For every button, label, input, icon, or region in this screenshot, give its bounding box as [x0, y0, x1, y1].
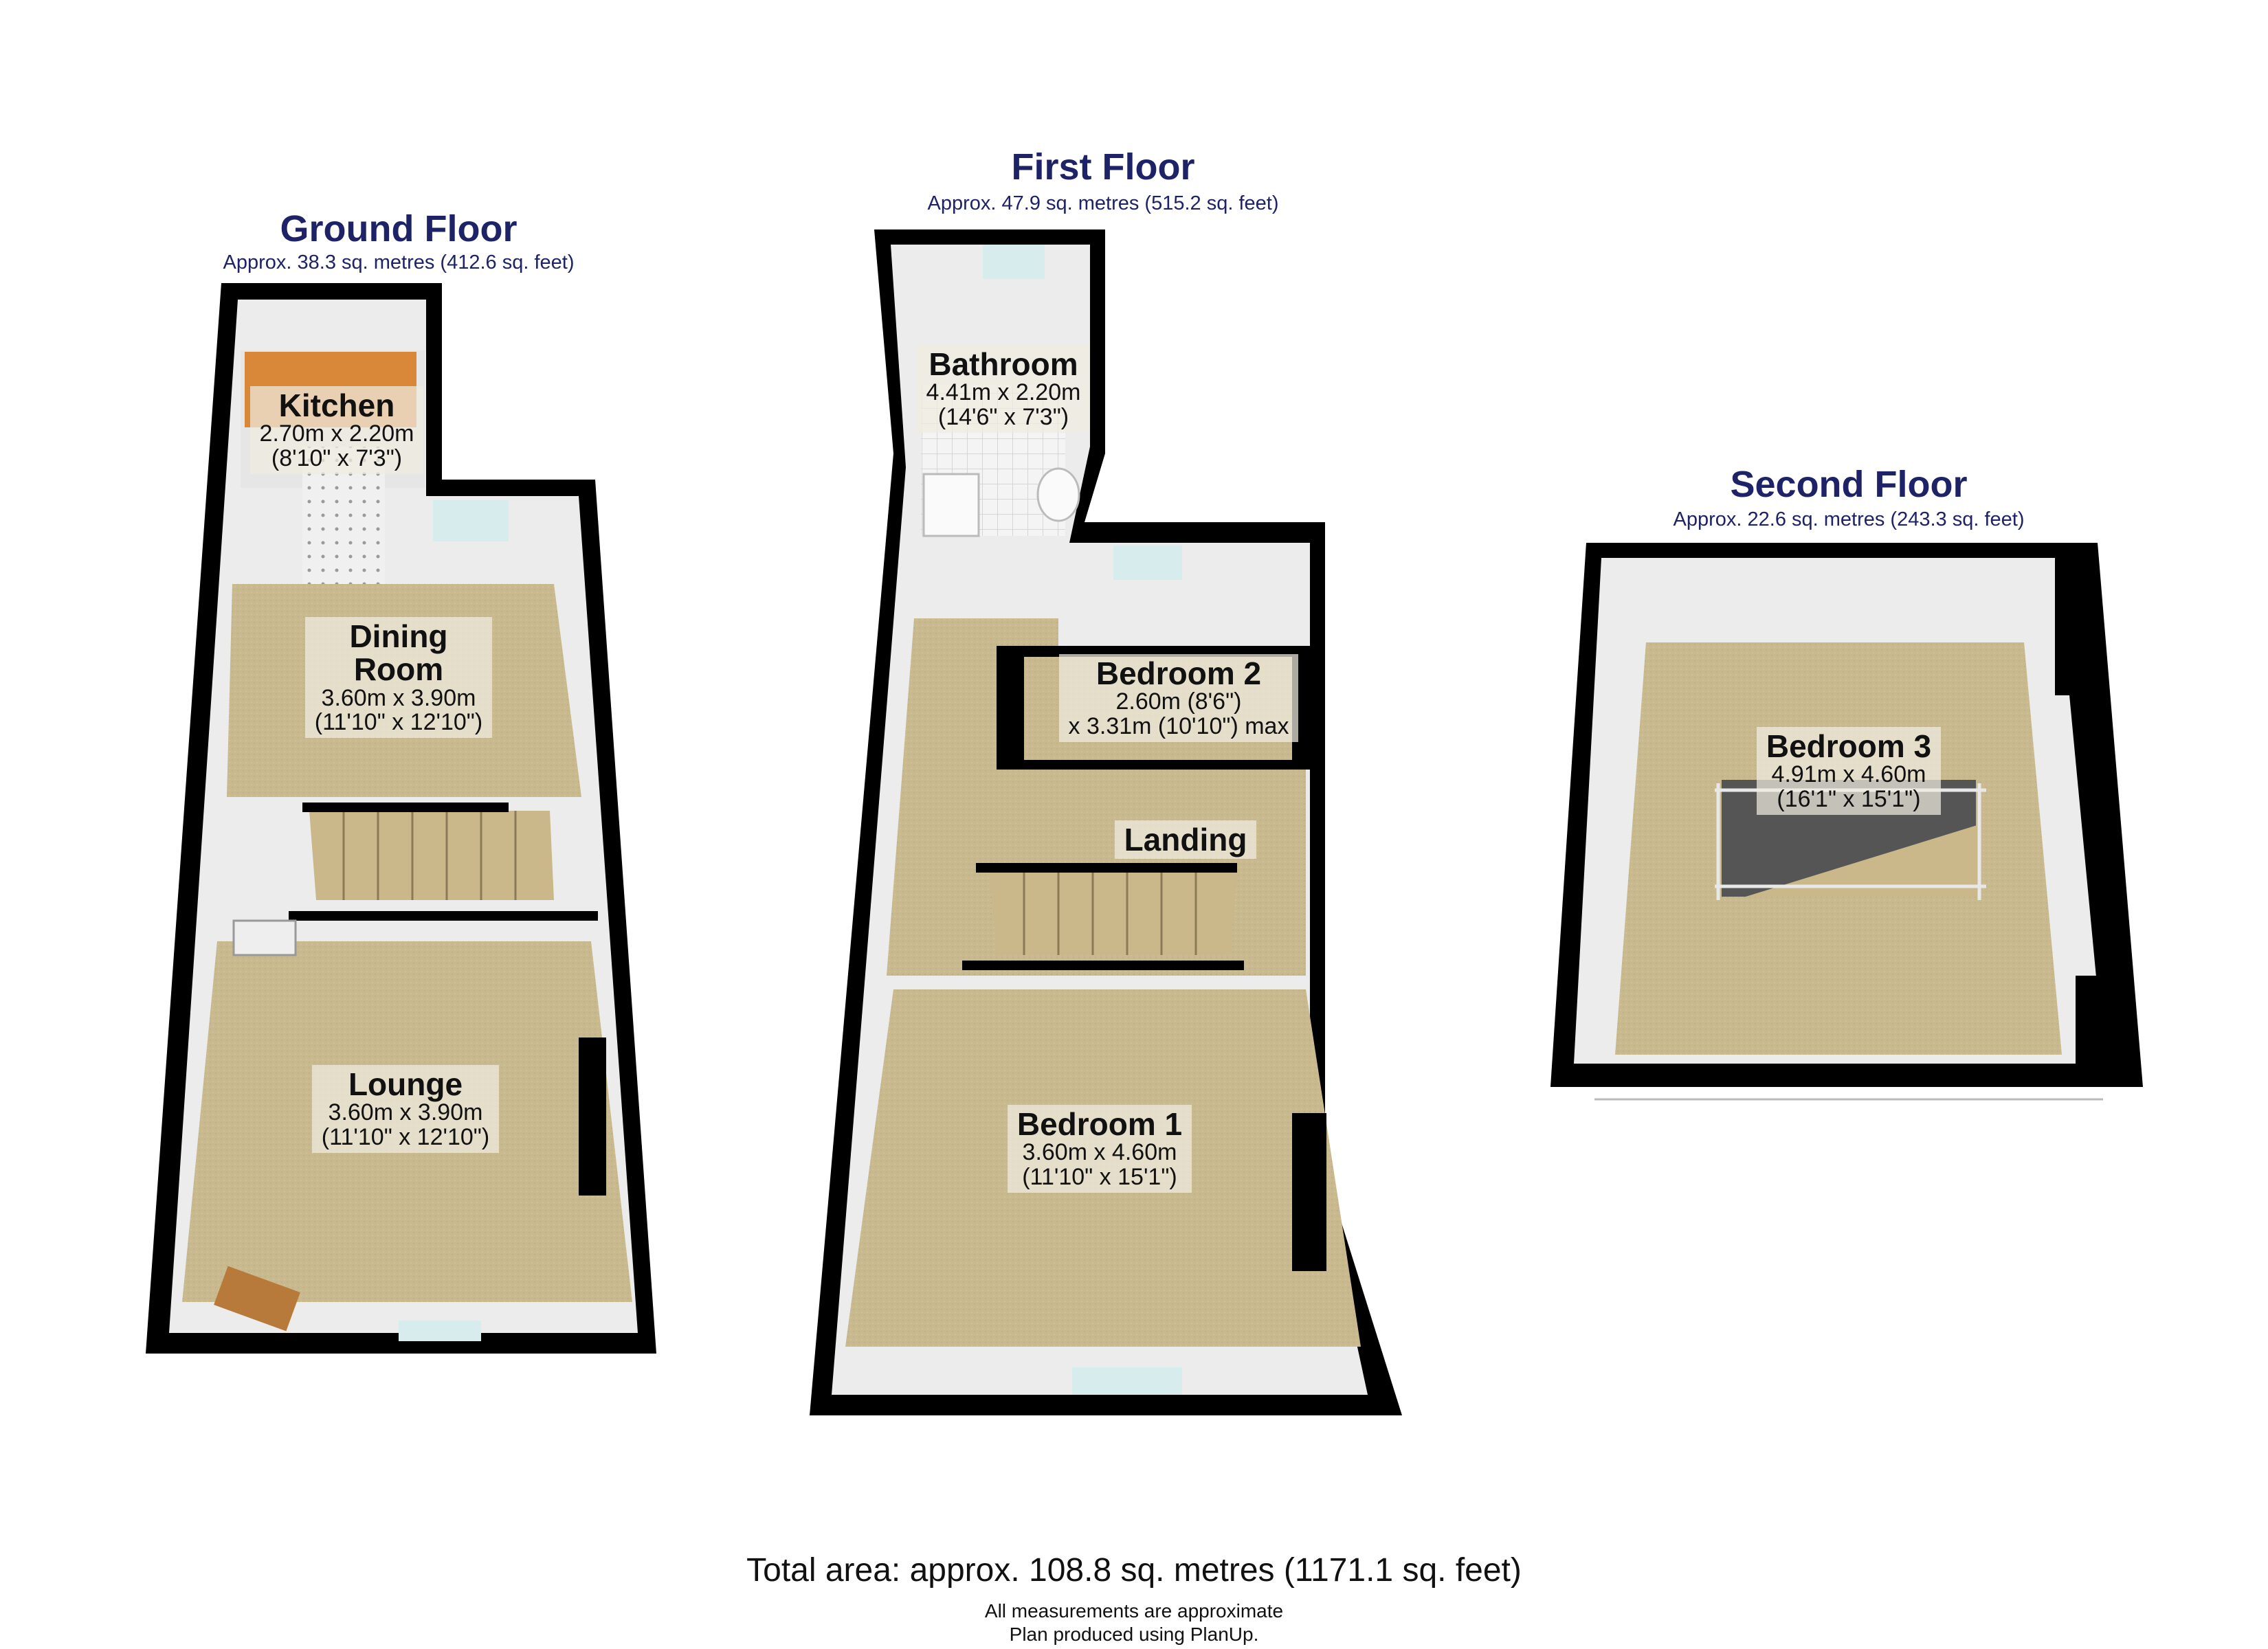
lounge-divider-wall	[289, 911, 598, 921]
bedroom-1-dimensions: 3.60m x 4.60m	[1022, 1139, 1177, 1166]
lounge-window	[399, 1321, 481, 1341]
second-floor-area: Approx. 22.6 sq. metres (243.3 sq. feet)	[1673, 508, 2025, 530]
kitchen-name: Kitchen	[278, 388, 395, 423]
second-floor-title: Second Floor	[1730, 464, 1968, 505]
first-floor-title: First Floor	[1011, 146, 1195, 188]
bedroom-2-dimensions-max: x 3.31m (10'10") max	[1068, 713, 1289, 739]
bathroom-dimensions-imperial: (14'6" x 7'3")	[937, 403, 1069, 430]
bathroom-label: Bathroom 4.41m x 2.20m (14'6" x 7'3")	[900, 345, 1107, 433]
bathroom-window	[983, 245, 1045, 279]
bedroom-3-name: Bedroom 3	[1766, 728, 1932, 764]
bedroom-1-dimensions-imperial: (11'10" x 15'1")	[1022, 1163, 1177, 1190]
bedroom-2-name: Bedroom 2	[1096, 655, 1262, 691]
bedroom-2-window	[1113, 546, 1182, 580]
bedroom-3-dimensions: 4.91m x 4.60m	[1771, 761, 1926, 788]
dining-room-name: Dining Room	[349, 618, 448, 688]
lounge-dimensions-imperial: (11'10" x 12'10")	[321, 1123, 490, 1150]
lounge-chimney	[579, 1037, 606, 1196]
bedroom-1-chimney	[1292, 1113, 1326, 1271]
dining-window	[433, 500, 509, 541]
bedroom-1-name: Bedroom 1	[1016, 1106, 1183, 1142]
first-floor-stair-treads	[1023, 873, 1197, 955]
dining-room-dimensions-imperial: (11'10" x 12'10")	[314, 709, 483, 736]
bedroom-2-label: Bedroom 2 2.60m (8'6") x 3.31m (10'10") …	[1031, 654, 1326, 742]
dining-room-label: Dining Room 3.60m x 3.90m (11'10" x 12'1…	[275, 617, 522, 738]
ground-floor-stairs	[309, 811, 554, 900]
first-floor-area: Approx. 47.9 sq. metres (515.2 sq. feet)	[927, 192, 1279, 214]
total-area: Total area: approx. 108.8 sq. metres (11…	[746, 1552, 1522, 1589]
lounge-dimensions: 3.60m x 3.90m	[328, 1099, 483, 1126]
measurements-note: All measurements are approximate	[984, 1600, 1284, 1622]
kitchen-dimensions-imperial: (8'10" x 7'3")	[271, 445, 403, 471]
bedroom-3-label: Bedroom 3 4.91m x 4.60m (16'1" x 15'1")	[1725, 727, 1972, 815]
stair-treads	[342, 811, 517, 900]
bedroom-1-window	[1072, 1367, 1182, 1395]
bedroom-1-divider-wall	[962, 961, 1244, 970]
first-floor-stairs	[990, 873, 1237, 955]
ground-floor-area: Approx. 38.3 sq. metres (412.6 sq. feet)	[223, 251, 575, 273]
bedroom-2-dimensions: 2.60m (8'6")	[1115, 688, 1242, 715]
lounge-radiator	[232, 919, 297, 956]
bathroom-dimensions: 4.41m x 2.20m	[926, 379, 1081, 406]
planup-credit: Plan produced using PlanUp.	[1009, 1623, 1259, 1645]
ground-floor-title: Ground Floor	[280, 208, 518, 249]
second-floor-plan	[1550, 543, 2143, 1101]
bathroom-name: Bathroom	[929, 346, 1078, 382]
second-floor-chimney-lower	[2076, 976, 2106, 1065]
footer-notes: All measurements are approximate Plan pr…	[0, 1600, 2268, 1646]
bedroom-3-dimensions-imperial: (16'1" x 15'1")	[1777, 785, 1921, 812]
second-floor-stairs	[1746, 824, 1979, 897]
toilet	[1036, 467, 1080, 522]
dining-room-dimensions: 3.60m x 3.90m	[321, 684, 476, 711]
bath	[922, 473, 980, 537]
lounge-door	[214, 1266, 300, 1332]
stair-wall	[302, 803, 509, 812]
landing-name: Landing	[1124, 822, 1247, 857]
landing-label: Landing	[1100, 820, 1271, 860]
second-floor-chimney-upper	[2055, 558, 2076, 695]
landing-stair-wall	[976, 863, 1237, 873]
lounge-name: Lounge	[348, 1066, 463, 1102]
bedroom-1-label: Bedroom 1 3.60m x 4.60m (11'10" x 15'1")	[976, 1105, 1223, 1193]
kitchen-dimensions: 2.70m x 2.20m	[259, 420, 414, 447]
kitchen-label: Kitchen 2.70m x 2.20m (8'10" x 7'3")	[227, 386, 447, 474]
lounge-label: Lounge 3.60m x 3.90m (11'10" x 12'10")	[282, 1065, 529, 1153]
